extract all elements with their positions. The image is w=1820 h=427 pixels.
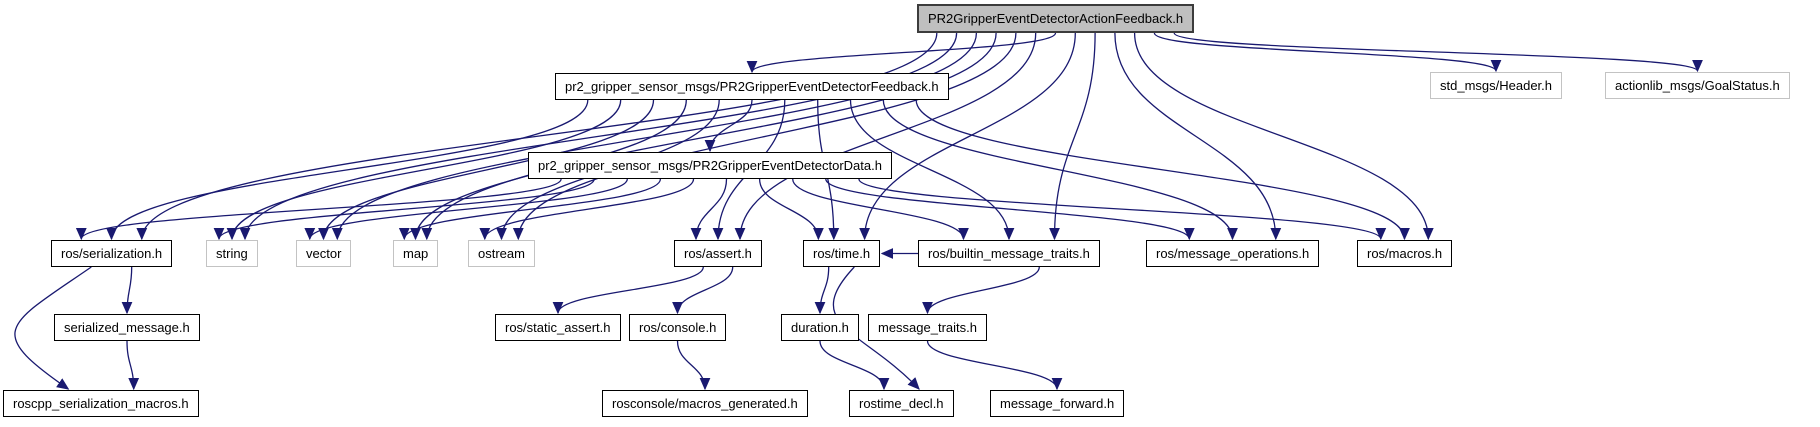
- node-vector[interactable]: vector: [296, 240, 352, 267]
- include-edge-feedback-string: [226, 99, 622, 241]
- node-string[interactable]: string: [206, 240, 258, 267]
- include-edge-data-assert: [690, 178, 728, 241]
- include-edge-root-goalstatus: [1173, 32, 1703, 73]
- include-edge-data-time: [758, 178, 824, 241]
- include-edge-builtin-message_traits: [922, 266, 1040, 315]
- include-edge-data-vector: [304, 178, 628, 241]
- node-header[interactable]: std_msgs/Header.h: [1430, 72, 1563, 99]
- include-edge-root-msgops: [1114, 32, 1282, 241]
- node-map[interactable]: map: [393, 240, 439, 267]
- include-edge-data-macros: [858, 178, 1387, 241]
- include-edge-serialization-serialized_message: [121, 266, 133, 315]
- node-console[interactable]: ros/console.h: [629, 314, 727, 341]
- include-edge-serialized_message-roscpp_macros: [126, 340, 140, 391]
- include-edge-console-rosconsole_macros: [676, 340, 711, 391]
- node-message_traits[interactable]: message_traits.h: [868, 314, 987, 341]
- node-builtin[interactable]: ros/builtin_message_traits.h: [918, 240, 1100, 267]
- include-edge-root-feedback: [746, 32, 1057, 74]
- include-edge-serialization-roscpp_macros: [14, 266, 92, 390]
- node-macros[interactable]: ros/macros.h: [1357, 240, 1453, 267]
- node-message_forward[interactable]: message_forward.h: [990, 390, 1125, 417]
- node-duration[interactable]: duration.h: [781, 314, 859, 341]
- node-time[interactable]: ros/time.h: [803, 240, 881, 267]
- include-edge-root-vector: [331, 32, 978, 241]
- include-edge-message_traits-message_forward: [926, 340, 1063, 391]
- include-edge-root-builtin: [1049, 32, 1096, 241]
- include-edge-duration-rostime_decl: [819, 340, 890, 391]
- node-root: PR2GripperEventDetectorActionFeedback.h: [917, 4, 1195, 33]
- include-edge-root-serialization: [136, 32, 938, 241]
- node-serialized_message[interactable]: serialized_message.h: [54, 314, 200, 341]
- include-edge-feedback-serialization: [106, 99, 589, 241]
- include-edge-data-serialization: [76, 178, 562, 241]
- node-assert[interactable]: ros/assert.h: [674, 240, 762, 267]
- node-static_assert[interactable]: ros/static_assert.h: [495, 314, 621, 341]
- include-edge-data-string: [213, 178, 595, 241]
- include-edge-data-map: [398, 178, 662, 241]
- include-edge-feedback-macros: [915, 99, 1410, 241]
- include-edge-data-msgops: [825, 178, 1195, 241]
- include-edge-root-header: [1153, 32, 1502, 73]
- node-feedback[interactable]: pr2_gripper_sensor_msgs/PR2GripperEventD…: [555, 73, 949, 100]
- node-ostream[interactable]: ostream: [468, 240, 535, 267]
- include-edge-data-ostream: [479, 178, 695, 241]
- include-edge-data-builtin: [792, 178, 969, 241]
- node-rostime_decl[interactable]: rostime_decl.h: [849, 390, 954, 417]
- include-edge-assert-console: [672, 266, 734, 315]
- node-msgops[interactable]: ros/message_operations.h: [1146, 240, 1320, 267]
- include-edge-root-map: [421, 32, 997, 241]
- node-roscpp_macros[interactable]: roscpp_serialization_macros.h: [3, 390, 199, 417]
- node-goalstatus[interactable]: actionlib_msgs/GoalStatus.h: [1605, 72, 1790, 99]
- include-edge-assert-static_assert: [552, 266, 704, 315]
- include-edge-root-assert: [734, 32, 1037, 241]
- include-edge-root-time: [859, 32, 1076, 241]
- node-data[interactable]: pr2_gripper_sensor_msgs/PR2GripperEventD…: [528, 152, 892, 179]
- include-edge-time-duration: [814, 266, 830, 315]
- include-edge-root-macros: [1133, 32, 1434, 241]
- include-edge-root-ostream: [512, 32, 1017, 241]
- node-rosconsole_macros[interactable]: rosconsole/macros_generated.h: [602, 390, 808, 417]
- include-edge-feedback-data: [704, 99, 753, 153]
- include-edge-feedback-builtin: [849, 99, 1015, 241]
- node-serialization[interactable]: ros/serialization.h: [51, 240, 173, 267]
